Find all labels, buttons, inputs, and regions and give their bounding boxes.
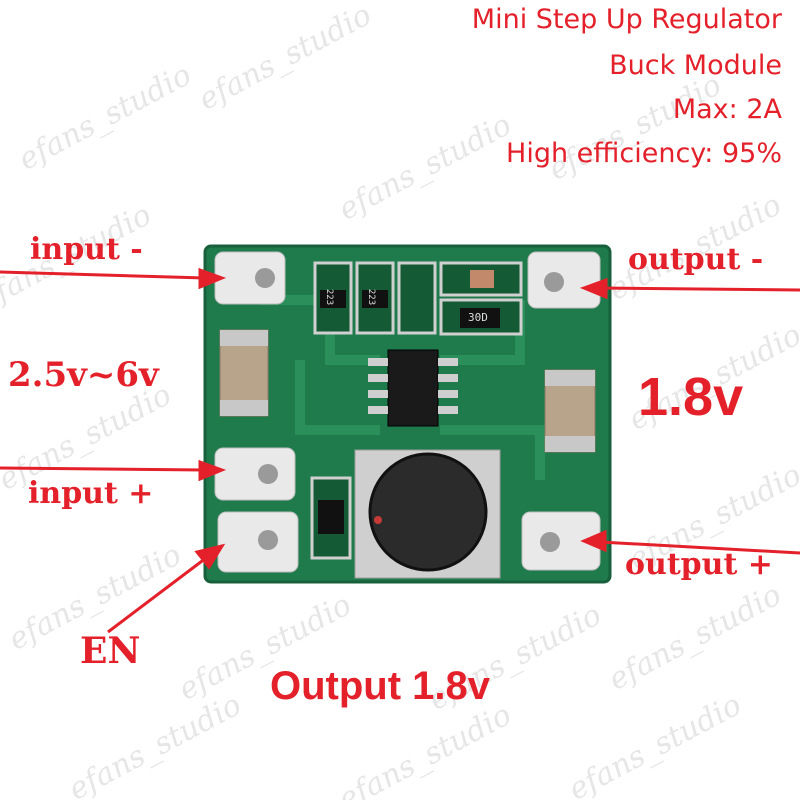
pad-en: [217, 511, 299, 573]
spec-title: Mini Step Up Regulator: [471, 4, 782, 35]
label-output-voltage: 1.8v: [638, 367, 744, 427]
spec-max-current: Max: 2A: [672, 94, 782, 125]
label-output-minus: output -: [628, 242, 764, 277]
arrow-input-plus: [0, 466, 206, 472]
hole-en: [258, 530, 278, 550]
spec-efficiency: High efficiency: 95%: [506, 138, 782, 169]
pad-input-plus: [214, 447, 296, 501]
hole-input-minus: [255, 268, 275, 288]
arrow-output-minus: [599, 286, 800, 292]
resistor-3-code: 30D: [468, 311, 488, 324]
output-caption: Output 1.8v: [270, 664, 491, 708]
arrow-en: [107, 553, 211, 634]
resistor-2-code: 223: [366, 288, 377, 306]
inductor: [368, 452, 488, 572]
hole-output-minus: [544, 272, 564, 292]
label-en: EN: [80, 630, 141, 672]
hole-input-plus: [258, 464, 278, 484]
label-input-minus: input -: [30, 232, 143, 267]
arrow-output-plus: [599, 540, 800, 555]
label-output-plus: output +: [625, 547, 773, 582]
label-input-plus: input +: [28, 476, 154, 511]
smd-pad-3: [397, 261, 437, 335]
arrow-input-minus: [0, 270, 206, 280]
resistor-1-code: 223: [324, 288, 335, 306]
pad-output-minus: [527, 251, 601, 309]
hole-output-plus: [540, 532, 560, 552]
pointer-arrows: [0, 267, 800, 634]
label-input-voltage: 2.5v~6v: [8, 355, 159, 395]
ic-pins: [368, 358, 458, 414]
ic-chip: [387, 349, 439, 427]
spec-module: Buck Module: [609, 50, 782, 81]
